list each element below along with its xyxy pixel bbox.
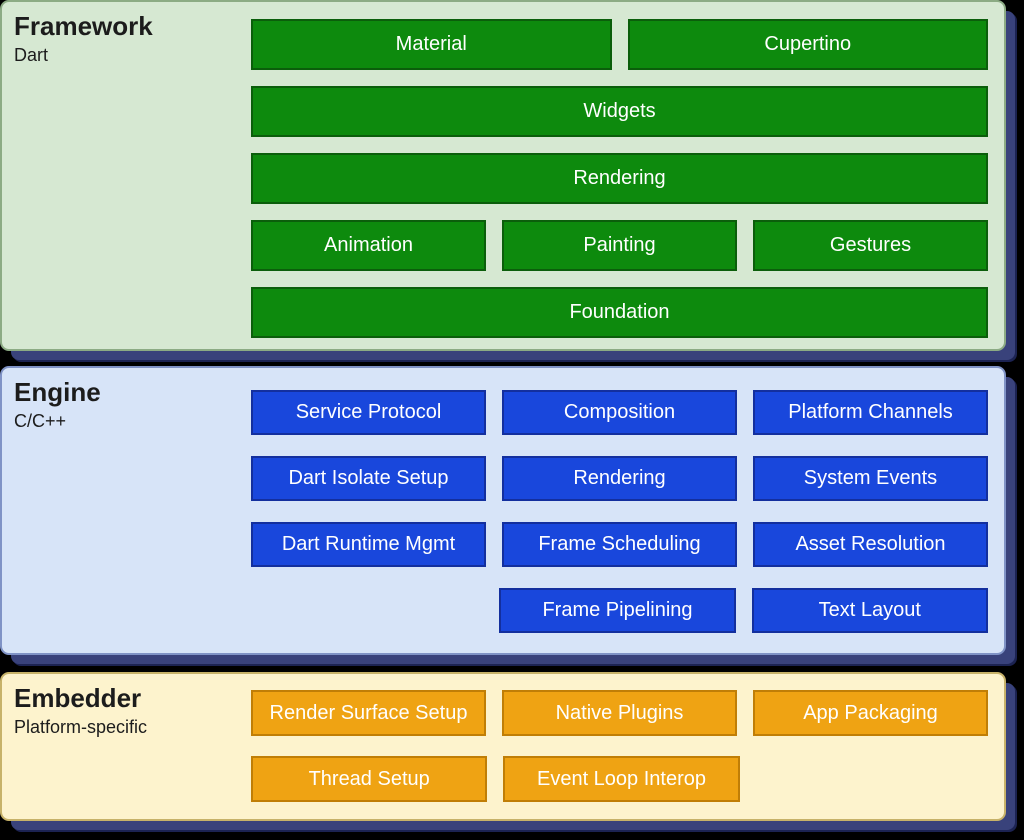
- box-animation: Animation: [251, 220, 486, 271]
- engine-row-4-spacer: [251, 588, 483, 633]
- engine-row-2: Dart Isolate Setup Rendering System Even…: [251, 456, 988, 501]
- box-rendering-framework: Rendering: [251, 153, 988, 204]
- engine-boxes: Service Protocol Composition Platform Ch…: [251, 368, 988, 633]
- box-painting: Painting: [502, 220, 737, 271]
- embedder-title: Embedder: [14, 683, 142, 713]
- box-frame-scheduling: Frame Scheduling: [502, 522, 737, 567]
- box-system-events: System Events: [753, 456, 988, 501]
- embedder-row-1: Render Surface Setup Native Plugins App …: [251, 690, 988, 736]
- engine-subtitle: C/C++: [14, 410, 67, 431]
- box-gestures: Gestures: [753, 220, 988, 271]
- framework-boxes: Material Cupertino Widgets Rendering Ani…: [251, 2, 988, 338]
- box-native-plugins: Native Plugins: [502, 690, 737, 736]
- box-material: Material: [251, 19, 612, 70]
- embedder-subtitle: Platform-specific: [14, 716, 148, 737]
- engine-title: Engine: [14, 377, 101, 407]
- framework-row-4: Animation Painting Gestures: [251, 220, 988, 271]
- framework-row-5: Foundation: [251, 287, 988, 338]
- engine-row-4: Frame Pipelining Text Layout: [251, 588, 988, 633]
- box-event-loop-interop: Event Loop Interop: [503, 756, 740, 802]
- framework-row-3: Rendering: [251, 153, 988, 204]
- engine-layer-panel: Engine C/C++ Service Protocol Compositio…: [0, 366, 1006, 655]
- box-composition: Composition: [502, 390, 737, 435]
- box-cupertino: Cupertino: [627, 19, 988, 70]
- engine-label-block: Engine C/C++: [14, 377, 101, 432]
- box-render-surface-setup: Render Surface Setup: [251, 690, 486, 736]
- embedder-row-2-spacer: [756, 756, 988, 802]
- box-foundation: Foundation: [251, 287, 988, 338]
- embedder-boxes: Render Surface Setup Native Plugins App …: [251, 674, 988, 802]
- framework-title: Framework: [14, 11, 153, 41]
- box-thread-setup: Thread Setup: [251, 756, 488, 802]
- embedder-row-2: Thread Setup Event Loop Interop: [251, 756, 988, 802]
- box-platform-channels: Platform Channels: [753, 390, 988, 435]
- framework-subtitle: Dart: [14, 44, 49, 65]
- embedder-layer-panel: Embedder Platform-specific Render Surfac…: [0, 672, 1006, 821]
- box-service-protocol: Service Protocol: [251, 390, 486, 435]
- engine-row-3: Dart Runtime Mgmt Frame Scheduling Asset…: [251, 522, 988, 567]
- box-dart-isolate-setup: Dart Isolate Setup: [251, 456, 486, 501]
- embedder-label-block: Embedder Platform-specific: [14, 683, 148, 738]
- engine-row-1: Service Protocol Composition Platform Ch…: [251, 390, 988, 435]
- box-rendering-engine: Rendering: [502, 456, 737, 501]
- framework-row-2: Widgets: [251, 86, 988, 137]
- box-asset-resolution: Asset Resolution: [753, 522, 988, 567]
- box-dart-runtime-mgmt: Dart Runtime Mgmt: [251, 522, 486, 567]
- framework-row-1: Material Cupertino: [251, 19, 988, 70]
- box-text-layout: Text Layout: [751, 588, 988, 633]
- framework-layer-panel: Framework Dart Material Cupertino Widget…: [0, 0, 1006, 351]
- box-widgets: Widgets: [251, 86, 988, 137]
- box-app-packaging: App Packaging: [753, 690, 988, 736]
- framework-label-block: Framework Dart: [14, 11, 153, 66]
- box-frame-pipelining: Frame Pipelining: [499, 588, 736, 633]
